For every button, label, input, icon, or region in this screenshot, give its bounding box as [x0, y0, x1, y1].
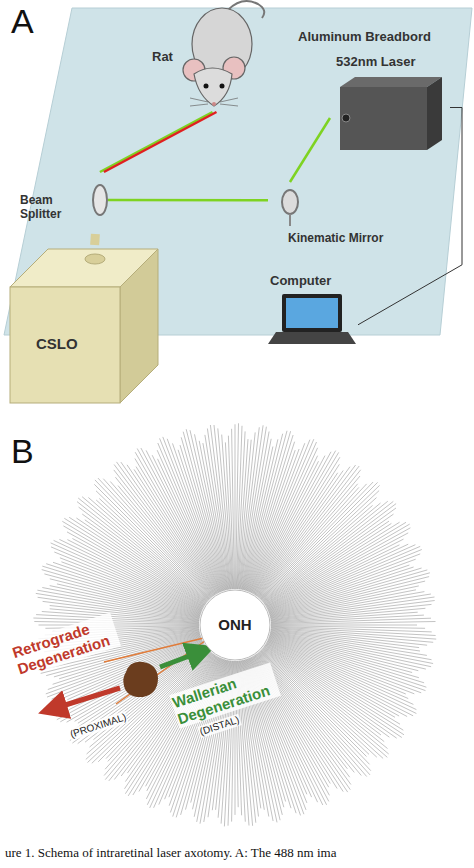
- beam-connector: [108, 199, 268, 200]
- laser-lesion: [123, 662, 158, 697]
- node-label: Beam Splitter: [20, 194, 82, 222]
- mirror-node: Kinematic Mirror: [268, 182, 390, 258]
- node-label: Rat: [152, 50, 173, 65]
- laser-node: 532nm Laser: [330, 55, 450, 160]
- node-label: Aluminum Breadbord: [298, 30, 431, 45]
- node-label: CSLO: [36, 335, 78, 352]
- beam-connector: [100, 112, 217, 172]
- node-label: ONH: [199, 616, 271, 633]
- node-label: 532nm Laser: [336, 55, 416, 70]
- beam-connector: [290, 118, 330, 182]
- computer-node: Computer: [262, 272, 358, 360]
- figure-caption: ure 1. Schema of intraretinal laser axot…: [4, 846, 337, 861]
- node-label: Kinematic Mirror: [288, 232, 383, 246]
- panel-letter: B: [10, 432, 35, 471]
- node-label: Computer: [270, 274, 331, 289]
- retrograde-arrow: [62, 688, 120, 706]
- rat-node: Rat: [150, 0, 275, 112]
- cslo-node: CSLO: [8, 245, 160, 405]
- beam-connector: [94, 234, 96, 245]
- panel-letter: A: [10, 2, 35, 41]
- laser-box: [330, 55, 450, 160]
- kinematic-mirror: [268, 182, 390, 258]
- wallerian-arrow: [160, 655, 192, 667]
- cslo-box: [8, 245, 160, 405]
- onh-node: ONH: [199, 589, 271, 661]
- beam-splitter-node: Beam Splitter: [18, 172, 108, 234]
